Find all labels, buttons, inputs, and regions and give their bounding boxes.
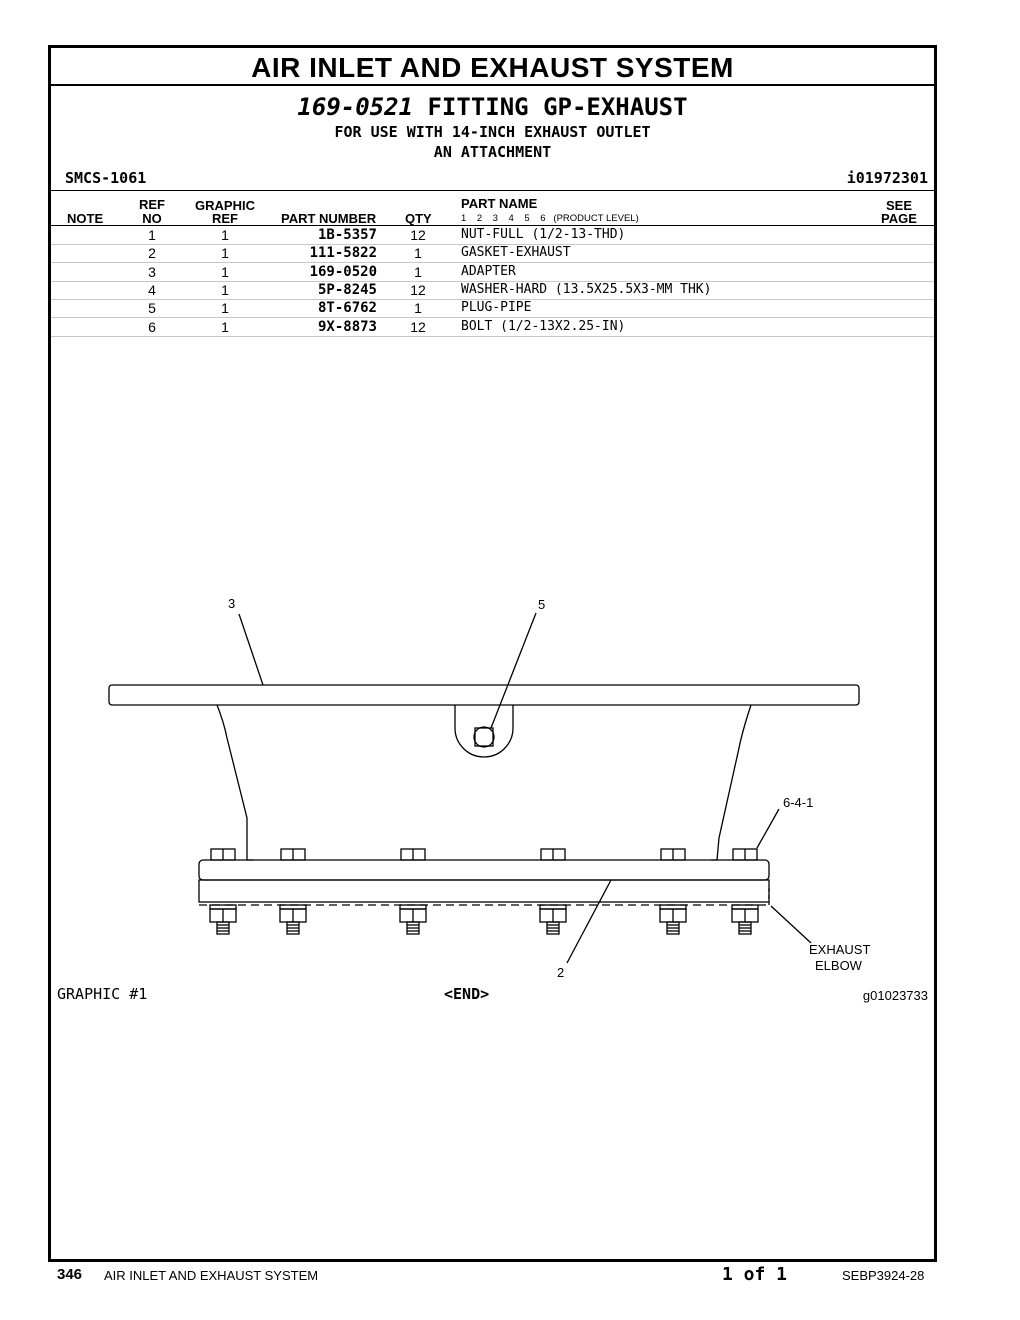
table-row: 2 1 111-5822 1 GASKET-EXHAUST (51, 244, 934, 264)
header-rule-bottom (51, 225, 934, 226)
header-see-top: SEE (885, 198, 912, 213)
callout-5: 5 (538, 597, 545, 612)
cell-part-number: 169-0520 (309, 263, 377, 280)
adapter-right-leg (711, 704, 752, 861)
cell-qty: 12 (410, 318, 426, 335)
cell-ref-no: 3 (148, 263, 156, 280)
group-part-number: 169-0521 (297, 93, 414, 121)
cell-part-name: ADAPTER (461, 263, 516, 279)
table-row: 4 1 5P-8245 12 WASHER-HARD (13.5X25.5X3-MM T… (51, 281, 934, 300)
cell-qty: 1 (414, 300, 422, 317)
header-see-bottom: PAGE (881, 211, 917, 226)
footer-page-of: 1 of 1 (722, 1264, 788, 1285)
leader-3 (238, 613, 264, 686)
graphic-label: GRAPHIC #1 (57, 985, 148, 1003)
bottom-flange (198, 859, 770, 881)
callout-2: 2 (557, 965, 564, 980)
bolt-heads (210, 848, 758, 861)
header-part-name: PART NAME (461, 196, 538, 211)
cell-qty: 12 (410, 227, 426, 243)
cell-part-name: WASHER-HARD (13.5X25.5X3-MM THK) (461, 281, 712, 297)
leader-5 (490, 612, 537, 729)
cell-qty: 1 (414, 263, 422, 280)
cell-ref-no: 1 (148, 227, 156, 243)
leader-2 (566, 879, 612, 964)
exhaust-fitting-drawing: 3 5 6-4-1 2 EXHAUST ELBOW (108, 596, 870, 980)
section-title: AIR INLET AND EXHAUST SYSTEM (51, 48, 934, 86)
cell-ref-no: 4 (148, 281, 156, 298)
cell-part-number: 8T-6762 (317, 300, 377, 317)
cell-part-number: 111-5822 (309, 245, 377, 262)
graphic-id: g01023733 (862, 988, 928, 1003)
end-marker: <END> (444, 985, 490, 1003)
bolt-ends (209, 904, 759, 935)
header-graphic-bottom: REF (212, 211, 238, 226)
cell-graphic-ref: 1 (221, 300, 229, 317)
plug-pipe (474, 727, 494, 747)
leader-6-4-1 (756, 808, 780, 849)
table-row: 6 1 9X-8873 12 BOLT (1/2-13X2.25-IN) (51, 318, 934, 337)
cell-part-name: NUT-FULL (1/2-13-THD) (461, 227, 626, 242)
header-ref-top: REF (139, 197, 165, 212)
cell-qty: 1 (414, 245, 422, 262)
page-frame: AIR INLET AND EXHAUST SYSTEM 169-0521 FI… (48, 45, 937, 1262)
gasket (198, 879, 770, 903)
cell-part-name: PLUG-PIPE (461, 300, 532, 316)
group-name: FITTING GP-EXHAUST (427, 93, 688, 121)
cell-part-name: GASKET-EXHAUST (461, 245, 571, 261)
plug-boss-hole (473, 726, 495, 748)
cell-graphic-ref: 1 (221, 245, 229, 262)
callout-3: 3 (228, 596, 235, 611)
usage-line-1: FOR USE WITH 14-INCH EXHAUST OUTLET (334, 123, 651, 141)
cell-part-name: BOLT (1/2-13X2.25-IN) (461, 318, 626, 334)
callout-elbow-line-1: EXHAUST (809, 942, 870, 957)
footer-document: SEBP3924-28 (842, 1268, 925, 1283)
header-product-levels: 1 2 3 4 5 6 (PRODUCT LEVEL) (461, 213, 639, 224)
cell-graphic-ref: 1 (221, 263, 229, 280)
footer-section: AIR INLET AND EXHAUST SYSTEM (104, 1268, 319, 1283)
cell-graphic-ref: 1 (221, 227, 229, 243)
callout-6-4-1: 6-4-1 (783, 795, 813, 810)
cell-graphic-ref: 1 (221, 281, 229, 298)
illustration-id: i01972301 (846, 169, 928, 187)
leader-elbow (770, 905, 812, 944)
callout-elbow-line-2: ELBOW (815, 958, 863, 973)
cell-graphic-ref: 1 (221, 318, 229, 335)
group-title: 169-0521 FITTING GP-EXHAUST (51, 92, 934, 122)
header-part-number: PART NUMBER (281, 211, 377, 226)
table-row: 5 1 8T-6762 1 PLUG-PIPE (51, 299, 934, 319)
cell-part-number: 5P-8245 (317, 281, 377, 298)
header-qty: QTY (405, 211, 432, 226)
cell-ref-no: 2 (148, 245, 156, 262)
header-graphic-top: GRAPHIC (195, 198, 255, 213)
header-note: NOTE (67, 211, 104, 226)
smcs-code: SMCS-1061 (65, 169, 147, 187)
cell-ref-no: 6 (148, 318, 156, 335)
usage-line-2: AN ATTACHMENT (433, 143, 552, 161)
adapter-left-leg (216, 704, 253, 861)
cell-part-number: 1B-5357 (317, 227, 377, 243)
header-rule-top (51, 190, 934, 191)
header-ref-bottom: NO (142, 211, 162, 226)
plug-boss (454, 705, 514, 758)
table-row: 3 1 169-0520 1 ADAPTER (51, 263, 934, 282)
footer-page-number: 346 (57, 1266, 83, 1283)
cell-ref-no: 5 (148, 300, 156, 317)
table-row: 1 1 1B-5357 12 NUT-FULL (1/2-13-THD) (51, 226, 934, 245)
cell-qty: 12 (410, 281, 426, 298)
cell-part-number: 9X-8873 (317, 318, 377, 335)
adapter-flange (108, 684, 860, 706)
